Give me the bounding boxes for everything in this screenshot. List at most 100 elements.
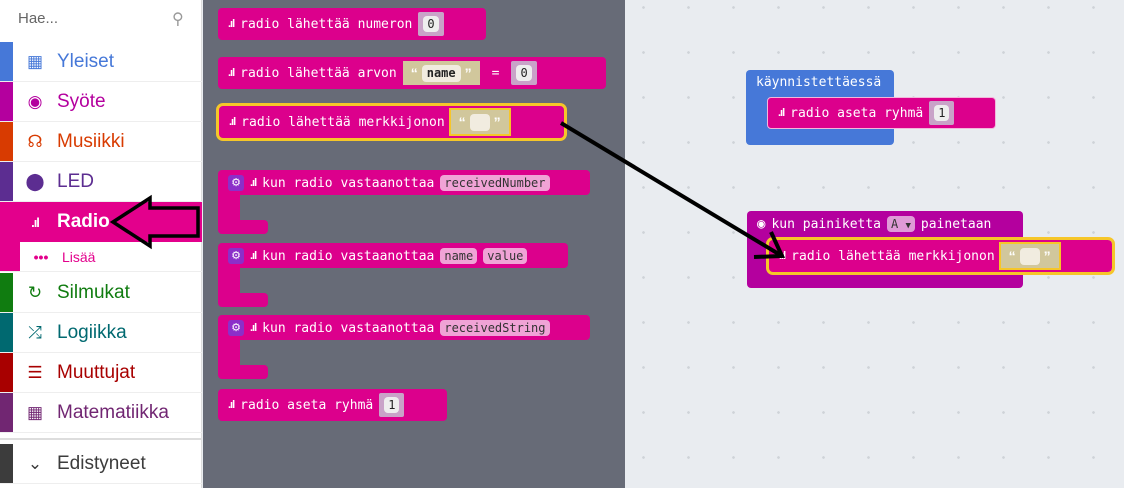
block-label: painetaan <box>920 216 992 232</box>
category-label: Silmukat <box>57 281 130 303</box>
number-input[interactable]: 0 <box>423 16 439 32</box>
block-label: kun radio vastaanottaa <box>262 175 435 191</box>
category-muuttujat[interactable]: ☰ Muuttujat <box>0 353 202 393</box>
category-label: Syöte <box>57 90 106 112</box>
category-lisaa[interactable]: ••• Lisää <box>0 242 202 272</box>
more-icon: ••• <box>33 248 49 265</box>
signal-icon: .ıl <box>778 107 785 119</box>
category-silmukat[interactable]: ↻ Silmukat <box>0 273 202 313</box>
category-edistyneet[interactable]: ⌄Edistyneet <box>0 444 202 484</box>
search-icon[interactable]: ⚲ <box>172 11 184 28</box>
gear-icon[interactable]: ⚙ <box>228 175 244 191</box>
variable-value[interactable]: value <box>483 248 528 264</box>
shuffle-icon: ⤮ <box>28 322 42 342</box>
gear-icon[interactable]: ⚙ <box>228 248 244 264</box>
signal-icon: .ıl <box>250 177 257 189</box>
equals-label: = <box>491 65 500 81</box>
category-label: Logiikka <box>57 321 127 343</box>
quote-close: ” <box>464 65 472 81</box>
block-header: ⚙ .ıl kun radio vastaanottaa receivedStr… <box>218 315 550 341</box>
category-color-bar <box>0 122 13 161</box>
category-syote[interactable]: ◉ Syöte <box>0 82 202 122</box>
block-label: radio lähettää numeron <box>240 16 413 32</box>
string-input[interactable] <box>469 113 490 131</box>
number-input[interactable]: 1 <box>934 105 950 121</box>
category-label: Yleiset <box>57 50 115 72</box>
signal-icon: .ıl <box>229 116 236 128</box>
drag-arrow <box>559 121 786 259</box>
pointer-arrow-outline <box>109 194 200 250</box>
block-header: ⚙ .ıl kun radio vastaanottaa name value <box>218 243 528 269</box>
category-label: Lisää <box>62 248 96 265</box>
signal-icon: .ıl <box>250 250 257 262</box>
search-placeholder: Hae... <box>18 10 59 27</box>
quote-open: “ <box>1008 248 1016 264</box>
button-dropdown[interactable]: A ▼ <box>887 216 915 232</box>
category-color-bar <box>0 242 20 271</box>
dropdown-arrow-icon: ▼ <box>905 221 911 231</box>
block-label: käynnistettäessä <box>756 75 882 90</box>
loop-icon: ↻ <box>27 282 43 302</box>
block-c-foot <box>218 293 268 307</box>
category-label: Muuttujat <box>57 361 136 383</box>
target-icon: ◉ <box>757 216 766 232</box>
block-label: kun radio vastaanottaa <box>262 248 435 264</box>
grid-icon: ▦ <box>26 51 44 71</box>
target-icon: ◉ <box>27 91 43 111</box>
variable-name[interactable]: name <box>440 248 478 264</box>
string-input[interactable] <box>1019 247 1040 265</box>
block-label: radio aseta ryhmä <box>240 397 374 413</box>
signal-icon: .ıl <box>31 214 40 230</box>
category-color-bar <box>0 82 13 121</box>
signal-icon: .ıl <box>228 399 235 411</box>
category-matematiikka[interactable]: ▦ Matematiikka <box>0 393 202 433</box>
search-input[interactable]: Hae... ⚲ <box>0 0 202 40</box>
category-color-bar <box>0 444 13 483</box>
category-label: LED <box>57 170 94 192</box>
category-yleiset[interactable]: ▦ Yleiset <box>0 42 202 82</box>
block-c-body <box>218 335 240 373</box>
toggle-icon: ⬤ <box>25 171 45 191</box>
category-label: Edistyneet <box>57 452 146 474</box>
category-color-bar <box>0 353 13 392</box>
quote-close: ” <box>1043 248 1051 264</box>
calculator-icon: ▦ <box>26 402 44 422</box>
category-musiikki[interactable]: ☊Musiikki <box>0 122 202 162</box>
number-input[interactable]: 0 <box>516 65 532 81</box>
gear-icon[interactable]: ⚙ <box>228 320 244 336</box>
category-label: Musiikki <box>57 130 125 152</box>
block-c-body <box>218 263 240 301</box>
signal-icon: .ıl <box>250 322 257 334</box>
block-c-foot <box>218 365 268 379</box>
signal-icon: .ıl <box>228 67 235 79</box>
string-input[interactable]: name <box>421 64 461 82</box>
category-color-bar <box>0 273 13 312</box>
block-label: radio lähettää merkkijonon <box>241 114 445 130</box>
quote-open: “ <box>458 114 466 130</box>
block-send-value[interactable]: .ıl radio lähettää arvon “name” = 0 <box>218 57 606 89</box>
block-label: radio lähettää merkkijonon <box>791 248 995 264</box>
variable-received-number[interactable]: receivedNumber <box>440 175 550 191</box>
category-color-bar <box>0 393 13 432</box>
block-set-group[interactable]: .ıl radio aseta ryhmä 1 <box>218 389 447 421</box>
block-c-foot <box>218 220 268 234</box>
variable-received-string[interactable]: receivedString <box>440 320 550 336</box>
quote-open: “ <box>410 65 418 81</box>
list-icon: ☰ <box>27 362 43 382</box>
block-send-string[interactable]: .ıl radio lähettää merkkijonon “” <box>766 237 1115 275</box>
category-label: Radio <box>57 211 110 232</box>
category-logiikka[interactable]: ⤮ Logiikka <box>0 313 202 353</box>
block-send-string[interactable]: .ıl radio lähettää merkkijonon “ ” <box>216 103 567 141</box>
category-led[interactable]: ⬤ LED <box>0 162 202 202</box>
quote-close: ” <box>493 114 501 130</box>
category-color-bar <box>0 162 13 201</box>
block-send-number[interactable]: .ıl radio lähettää numeron 0 <box>218 8 486 40</box>
number-input[interactable]: 1 <box>384 397 400 413</box>
button-value: A <box>891 217 899 231</box>
divider <box>0 438 202 440</box>
block-set-group[interactable]: .ıl radio aseta ryhmä 1 <box>767 97 996 129</box>
signal-icon: .ıl <box>228 18 235 30</box>
block-c-body <box>218 190 240 228</box>
category-label: Matematiikka <box>57 401 169 423</box>
